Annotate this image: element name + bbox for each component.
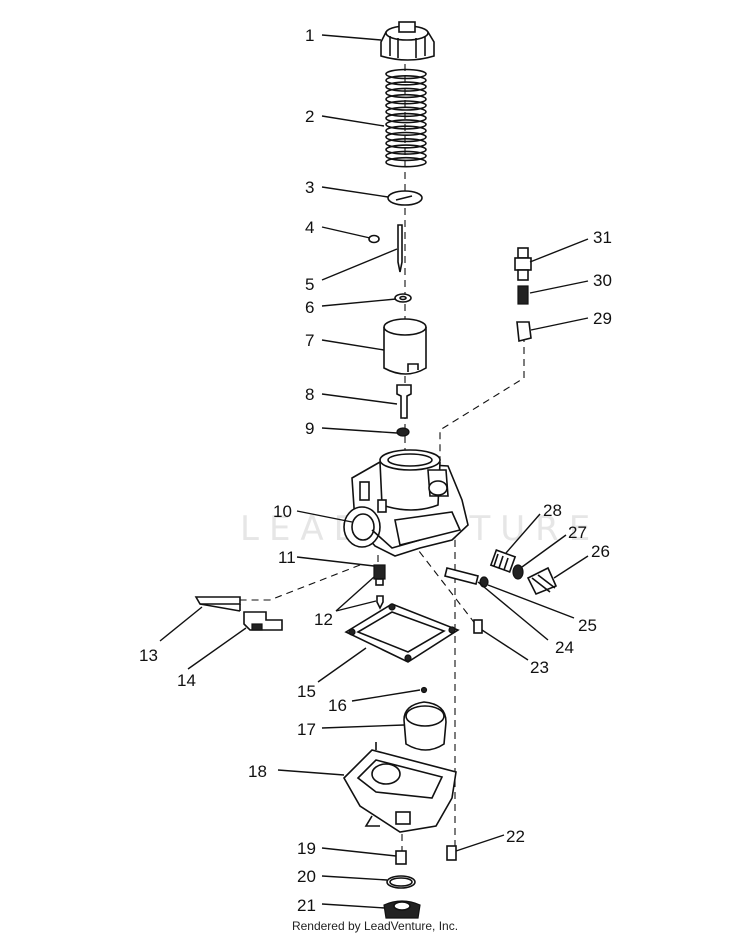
- spring-coil: [385, 106, 427, 118]
- part-12-main-jet: [376, 595, 384, 610]
- callout-12: 12: [314, 610, 333, 629]
- callout-16: 16: [328, 696, 347, 715]
- callout-25: 25: [578, 616, 597, 635]
- part-6-washer: [394, 293, 412, 303]
- callout-28: 28: [543, 501, 562, 520]
- callout-2: 2: [305, 107, 314, 126]
- spring-coil: [385, 150, 427, 162]
- callout-18: 18: [248, 762, 267, 781]
- callout-1: 1: [305, 26, 314, 45]
- callout-6: 6: [305, 298, 314, 317]
- callout-31: 31: [593, 228, 612, 247]
- footer-credit: Rendered by LeadVenture, Inc.: [291, 919, 459, 933]
- spring-coil: [385, 144, 427, 155]
- callout-10: 10: [273, 502, 292, 521]
- part-2-throttle-spring: [385, 68, 427, 168]
- callout-8: 8: [305, 385, 314, 404]
- assembly-guides: [200, 40, 525, 855]
- callout-9: 9: [305, 419, 314, 438]
- part-23-screw: [473, 619, 483, 634]
- part-4-e-clip: [368, 234, 380, 244]
- callout-20: 20: [297, 867, 316, 886]
- part-15-float-chamber-gasket: [344, 603, 460, 663]
- spring-coil: [385, 138, 427, 149]
- callout-4: 4: [305, 218, 314, 237]
- spring-coil: [385, 156, 427, 168]
- spring-coil: [385, 119, 427, 130]
- part-9-o-ring: [396, 427, 410, 437]
- part-11-needle-jet: [373, 564, 386, 586]
- callout-30: 30: [593, 271, 612, 290]
- part-3-plate: [387, 190, 423, 206]
- callout-19: 19: [297, 839, 316, 858]
- part-8-starter-plunger: [396, 384, 412, 419]
- part-20-o-ring: [386, 875, 416, 889]
- callout-26: 26: [591, 542, 610, 561]
- callout-15: 15: [297, 682, 316, 701]
- callout-14: 14: [177, 671, 196, 690]
- part-18-float-chamber: [343, 742, 457, 833]
- spring-coil: [385, 112, 427, 124]
- callout-17: 17: [297, 720, 316, 739]
- leader-lines: [159, 34, 589, 909]
- part-30-spring: [517, 285, 529, 305]
- part-26-throttle-stop-screw: [526, 566, 558, 596]
- part-7-throttle-valve: [383, 318, 427, 375]
- part-22-screw: [446, 845, 457, 861]
- part-27-washer: [512, 564, 524, 580]
- callout-22: 22: [506, 827, 525, 846]
- part-14-bracket: [243, 611, 283, 631]
- callout-21: 21: [297, 896, 316, 915]
- callout-27: 27: [568, 523, 587, 542]
- callout-13: 13: [139, 646, 158, 665]
- part-28-spring: [489, 549, 517, 573]
- part-5-jet-needle: [397, 224, 403, 273]
- callout-3: 3: [305, 178, 314, 197]
- callout-11: 11: [278, 548, 296, 567]
- spring-coil: [385, 125, 427, 136]
- callout-24: 24: [555, 638, 574, 657]
- spring-coil: [385, 87, 427, 99]
- spring-coil: [385, 93, 427, 105]
- part-21-plug: [383, 900, 421, 919]
- callout-29: 29: [593, 309, 612, 328]
- part-19-drain-plug: [395, 850, 407, 865]
- part-17-float: [403, 701, 447, 751]
- part-31-cable-adjuster: [514, 247, 532, 281]
- callout-7: 7: [305, 331, 314, 350]
- callout-labels: 1 2 3 4 5 6 7 8 9 10 11 12 13 14 15 16 1…: [139, 26, 612, 915]
- part-10-carburetor-body: [343, 449, 469, 557]
- part-29-nut: [516, 321, 532, 342]
- callout-23: 23: [530, 658, 549, 677]
- part-16-float-pin: [420, 686, 428, 694]
- part-1-mixing-chamber-cap: [380, 21, 435, 61]
- part-24-pilot-screw: [444, 567, 479, 585]
- spring-coil: [385, 68, 427, 80]
- spring-coil: [385, 100, 427, 111]
- spring-coil: [385, 131, 427, 143]
- part-13-air-cut-cover: [194, 596, 241, 612]
- callout-5: 5: [305, 275, 314, 294]
- spring-coil: [385, 75, 427, 86]
- spring-coil: [385, 81, 427, 92]
